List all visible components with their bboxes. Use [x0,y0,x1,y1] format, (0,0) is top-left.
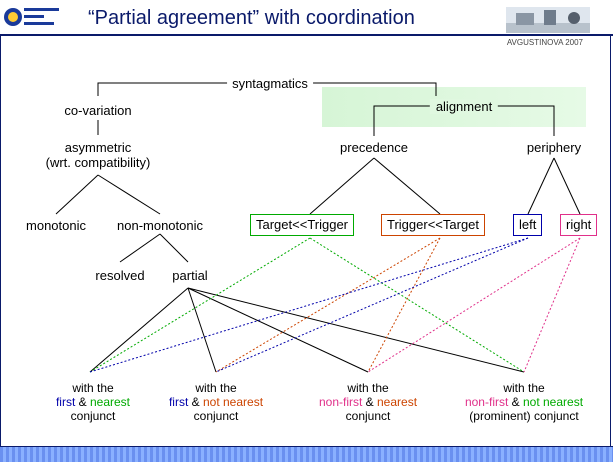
leaf-not-nearest-label: not nearest [202,395,264,409]
dotted-left-leaf1 [89,237,529,373]
leaf-with: with the [347,381,389,395]
header-photo [506,7,590,33]
header-rule [0,34,613,36]
edge-partial-leaf1 [89,287,189,373]
edge-partial-leaf4 [187,287,525,373]
node-periphery: periphery [526,140,582,155]
leaf-amp: & [362,395,377,409]
university-logo [4,8,59,26]
leaf-with: with the [195,381,237,395]
leaf-first-label: first [168,395,189,409]
leaf-first-not-nearest: with the first & not nearest conjunct [169,381,263,423]
node-target-trigger: Target<<Trigger [250,214,355,236]
edge-nonmonotonic-resolved [119,233,161,263]
leaf-nonfirst-label: non-first [318,395,363,409]
dotted-trigger-leaf2 [215,237,441,373]
node-left: left [513,214,543,236]
dotted-target-leaf4 [309,237,525,373]
leaf-conjunct: (prominent) conjunct [469,409,579,423]
leaf-conjunct: conjunct [345,409,391,423]
leaf-with: with the [72,381,114,395]
slide-title: “Partial agreement” with coordination [88,7,415,29]
leaf-with: with the [503,381,545,395]
asymmetric-line2: (wrt. compatibility) [45,155,151,170]
leaf-nonfirst-not-nearest: with the non-first & not nearest (promin… [465,381,583,423]
leaf-nonfirst-label: non-first [464,395,509,409]
dotted-target-leaf1 [89,237,311,373]
edge-asymmetric-nonmonotonic [97,174,161,215]
footer-band [0,446,613,462]
leaf-nearest-label: nearest [89,395,131,409]
edge-nonmonotonic-partial [159,233,189,263]
edge-precedence-trigger [373,157,441,215]
leaf-amp: & [75,395,90,409]
leaf-nearest-label: nearest [377,395,418,409]
dotted-trigger-leaf3 [367,237,441,373]
dotted-right-leaf4 [523,237,581,373]
edge-partial-leaf3 [187,287,369,373]
node-right: right [560,214,598,236]
node-nonmonotonic: non-monotonic [117,218,203,233]
node-precedence: precedence [340,140,408,155]
node-alignment: alignment [429,99,499,114]
slide-header: “Partial agreement” with coordination [0,0,613,36]
node-resolved: resolved [95,268,145,283]
edge-periphery-right [553,157,581,215]
leaf-amp: & [188,395,203,409]
node-monotonic: monotonic [26,218,86,233]
dotted-right-leaf3 [367,237,581,373]
node-asymmetric: asymmetric (wrt. compatibility) [46,140,151,170]
leaf-nonfirst-nearest: with the non-first & nearest conjunct [319,381,417,423]
leaf-first-label: first [55,395,76,409]
edge-precedence-target [309,157,375,215]
leaf-not-nearest-label: not nearest [522,395,584,409]
node-syntagmatics: syntagmatics [227,76,313,91]
edge-asymmetric-monotonic [55,174,99,215]
edge-periphery-left [527,157,555,215]
asymmetric-line1: asymmetric [64,140,132,155]
leaf-conjunct: conjunct [70,409,116,423]
node-covariation: co-variation [64,103,132,118]
node-partial: partial [172,268,208,283]
leaf-amp: & [508,395,523,409]
leaf-first-nearest: with the first & nearest conjunct [56,381,130,423]
dotted-left-leaf2 [215,237,529,373]
edge-partial-leaf2 [187,287,217,373]
leaf-conjunct: conjunct [193,409,239,423]
node-trigger-target: Trigger<<Target [381,214,486,236]
author-credit: AVGUSTINOVA 2007 [506,38,583,47]
